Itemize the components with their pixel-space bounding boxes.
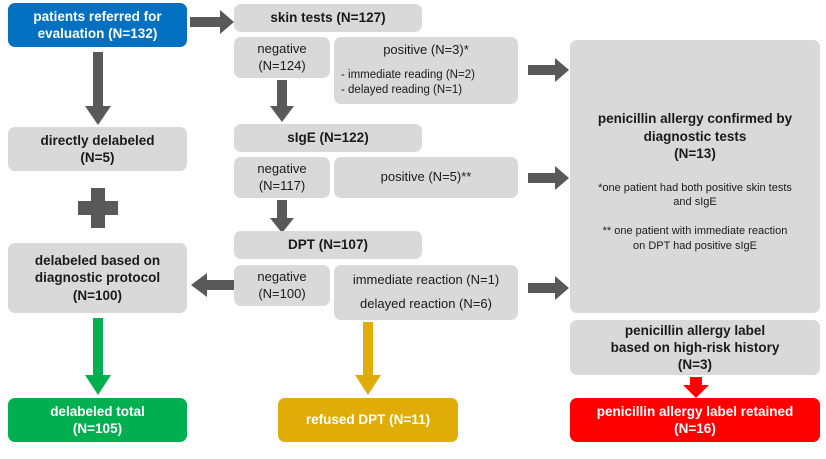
arrow-refused-dpt-amber [353,322,383,396]
node-delabeled-by-protocol[interactable]: delabeled based on diagnostic protocol (… [8,243,187,313]
node-dpt[interactable]: DPT (N=107) [234,231,422,259]
arrow-delabeled-total-green [83,318,113,396]
node-skin-tests-positive[interactable]: positive (N=3)* - immediate reading (N=2… [334,37,518,104]
arrow-referred-to-skin-tests [190,8,235,36]
node-dpt-negative[interactable]: negative (N=100) [234,265,330,306]
node-sige-positive[interactable]: positive (N=5)** [334,157,518,198]
node-label-retained[interactable]: penicillin allergy label retained (N=16) [570,398,820,442]
arrow-sige-negative-to-dpt [269,200,295,234]
node-sige-negative[interactable]: negative (N=117) [234,157,330,198]
arrow-referred-to-directly-delabeled [83,52,113,126]
node-skin-tests[interactable]: skin tests (N=127) [234,4,422,32]
panel-allergy-confirmed-note-two: ** one patient with immediate reaction o… [602,225,788,253]
arrow-sige-positive-to-confirmed [528,165,570,191]
node-dpt-delayed-reaction: delayed reaction (N=6) [360,296,492,312]
node-high-risk-label[interactable]: penicillin allergy label based on high-r… [570,320,820,375]
node-sige[interactable]: sIgE (N=122) [234,124,422,152]
node-dpt-immediate-reaction: immediate reaction (N=1) [352,272,500,288]
arrow-label-retained-red [681,377,711,399]
panel-allergy-confirmed[interactable]: penicillin allergy confirmed by diagnost… [570,40,820,313]
arrow-skin-positive-to-confirmed [528,57,570,83]
arrow-dpt-negative-to-protocol [190,272,234,298]
node-dpt-reactions[interactable]: immediate reaction (N=1) delayed reactio… [334,265,518,320]
arrow-dpt-reactions-to-confirmed [528,275,570,301]
plus-icon [78,188,118,228]
panel-allergy-confirmed-note-one: *one patient had both positive skin test… [598,181,792,209]
node-skin-tests-positive-detail: - immediate reading (N=2) - delayed read… [341,68,475,97]
node-skin-tests-negative[interactable]: negative (N=124) [234,37,330,78]
node-skin-tests-positive-title: positive (N=3)* [383,42,469,57]
arrow-skin-negative-to-sige [269,80,295,123]
node-delabeled-total[interactable]: delabeled total (N=105) [8,398,187,442]
node-patients-referred[interactable]: patients referred for evaluation (N=132) [8,3,187,47]
node-refused-dpt[interactable]: refused DPT (N=11) [278,398,458,442]
node-directly-delabeled[interactable]: directly delabeled (N=5) [8,127,187,171]
panel-allergy-confirmed-title: penicillin allergy confirmed by diagnost… [597,111,793,162]
